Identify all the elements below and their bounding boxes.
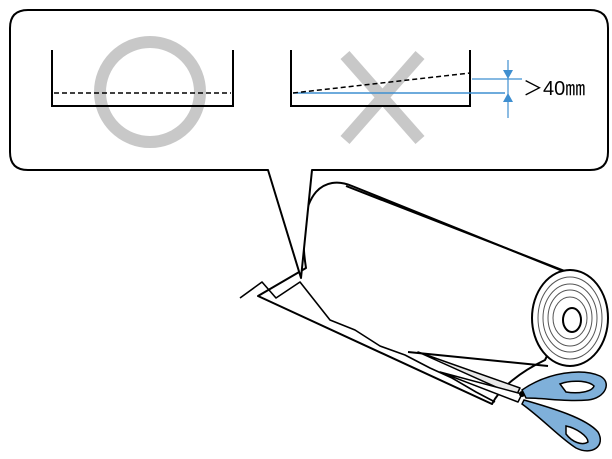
circle-ok-icon	[94, 36, 206, 148]
roll-ring-4	[552, 296, 588, 340]
roll-ring-1	[537, 276, 603, 360]
roll-core	[562, 307, 582, 333]
callout-outline	[9, 9, 609, 279]
roll-ring-3	[547, 289, 593, 347]
dimension-label: ＞40㎜	[523, 78, 585, 100]
scissors-icon	[417, 351, 607, 452]
skewed-cut-line	[292, 72, 471, 94]
paper-roll-icon	[239, 181, 609, 405]
correct-panel-tray	[51, 50, 234, 107]
cross-ng-stroke-2	[340, 51, 425, 144]
dimension-arrow-up	[503, 93, 513, 102]
paper-cut-edge	[239, 281, 496, 403]
incorrect-cut-panel: ＞40㎜	[290, 50, 585, 144]
scissors-blade-upper	[417, 351, 521, 397]
scissors-handle-lower	[521, 399, 601, 452]
correct-cut-panel	[51, 36, 234, 148]
roll-ring-2	[542, 283, 598, 353]
incorrect-panel-tray	[290, 50, 471, 107]
callout-bubble	[9, 9, 609, 279]
roll-bottom-line	[407, 351, 549, 367]
scissors-handle-upper	[521, 371, 607, 402]
roll-top-line	[345, 185, 576, 276]
dimension-arrow-down	[503, 70, 513, 79]
scissors-blade-lower	[439, 371, 523, 403]
